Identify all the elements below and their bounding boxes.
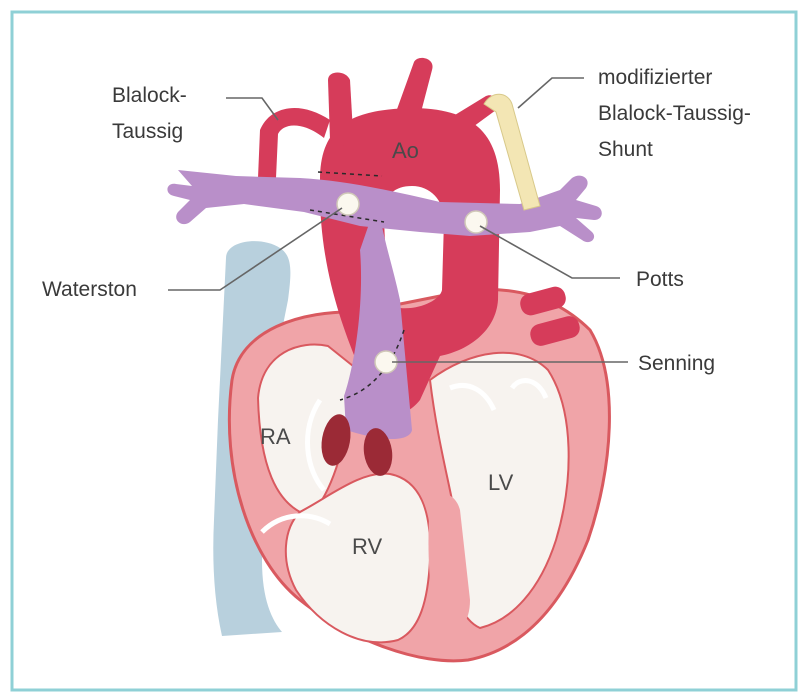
label-modified-2: Blalock-Taussig- [598, 102, 751, 125]
brachiocephalic-artery [328, 73, 354, 151]
label-aorta: Ao [392, 138, 419, 163]
waterston-marker-icon [337, 193, 359, 215]
label-right-atrium: RA [260, 424, 291, 449]
label-potts: Potts [636, 268, 684, 291]
label-modified-3: Shunt [598, 138, 653, 161]
label-blalock-taussig-2: Taussig [112, 120, 183, 143]
label-senning: Senning [638, 352, 715, 375]
label-blalock-taussig-1: Blalock- [112, 84, 187, 107]
label-left-ventricle: LV [488, 470, 514, 495]
label-right-ventricle: RV [352, 534, 382, 559]
label-modified-1: modifizierter [598, 66, 712, 89]
label-waterston: Waterston [42, 278, 137, 301]
potts-marker-icon [465, 211, 487, 233]
